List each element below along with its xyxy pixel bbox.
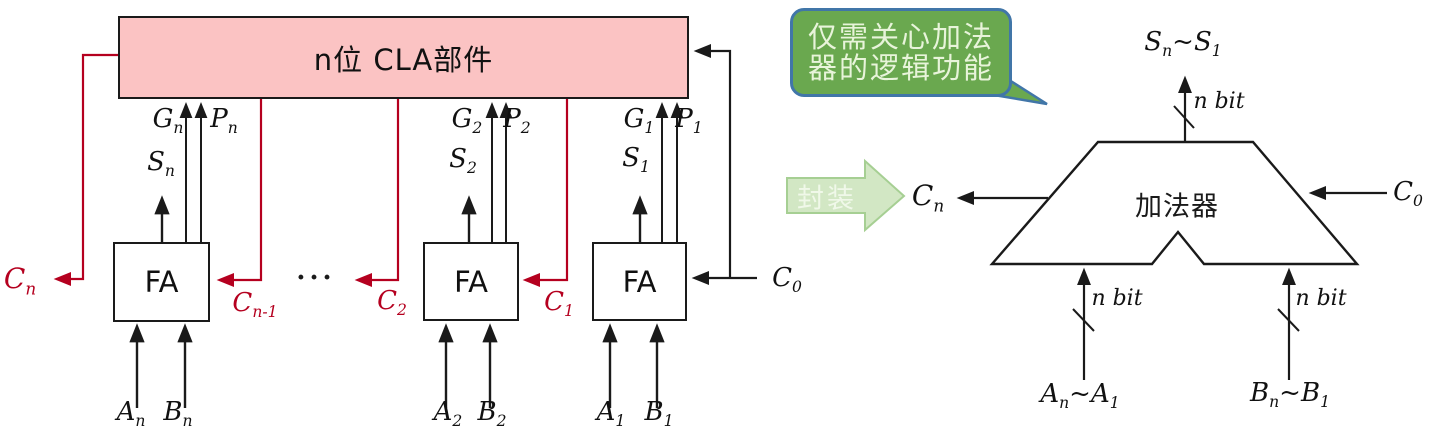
fa-label: FA — [622, 264, 657, 299]
encapsulate-arrow — [786, 158, 906, 233]
label-carry-c0: C0 — [772, 263, 802, 297]
label-carry-cn: Cn — [3, 262, 37, 299]
speech-bubble-line2: 器的逻辑功能 — [807, 50, 994, 85]
label-an: An — [116, 397, 146, 431]
gp-output-wires — [179, 102, 684, 242]
label-b-range: Bn~B1 — [1250, 378, 1330, 412]
label-carry-cn1: Cn-1 — [232, 288, 278, 322]
carry-in-c0-wire — [691, 43, 757, 286]
label-a-range: An~A1 — [1040, 379, 1120, 413]
label-a1: A1 — [596, 397, 626, 431]
ellipsis-dots: ··· — [296, 263, 336, 293]
label-pn: Pn — [210, 104, 238, 138]
label-g2: G2 — [451, 104, 483, 138]
label-adder-carry-out: Cn — [911, 179, 945, 216]
label-nbit-a: n bit — [1091, 286, 1143, 311]
adder-trapezoid — [989, 140, 1360, 266]
fa-label: FA — [454, 264, 488, 299]
label-p2: P2 — [503, 104, 531, 138]
label-g1: G1 — [623, 104, 655, 138]
label-nbit-top: n bit — [1193, 89, 1245, 114]
label-carry-c1: C1 — [544, 287, 574, 321]
adder-label: 加法器 — [1135, 191, 1219, 223]
label-sn: Sn — [147, 147, 175, 181]
label-bn: Bn — [163, 397, 193, 431]
label-sum-range: Sn~S1 — [1144, 27, 1222, 61]
label-a2: A2 — [433, 397, 463, 431]
speech-bubble: 仅需关心加法 器的逻辑功能 — [790, 8, 1012, 97]
label-nbit-b: n bit — [1295, 286, 1347, 311]
fa-label: FA — [144, 265, 179, 299]
label-p1: P1 — [675, 104, 703, 138]
label-s1: S1 — [622, 143, 650, 177]
bus-width-slashes — [1072, 105, 1300, 332]
operand-input-wires — [129, 323, 665, 408]
cla-unit-box: n位 CLA部件 — [118, 16, 689, 99]
label-gn: Gn — [152, 104, 184, 138]
label-b1: B1 — [644, 397, 674, 431]
carry-wires-red — [53, 53, 569, 288]
speech-bubble-line1: 仅需关心加法 — [807, 19, 994, 54]
full-adder-2-box: FA — [423, 242, 519, 321]
sum-output-wires — [154, 195, 648, 242]
adder-buses — [956, 75, 1387, 380]
full-adder-1-box: FA — [592, 242, 687, 321]
encapsulate-label: 封装 — [797, 183, 857, 215]
label-s2: S2 — [449, 144, 477, 178]
label-b2: B2 — [477, 397, 507, 431]
full-adder-n-box: FA — [113, 242, 210, 322]
label-adder-carry-in: C0 — [1393, 177, 1423, 211]
label-carry-c2: C2 — [377, 286, 407, 320]
cla-unit-label: n位 CLA部件 — [313, 42, 494, 77]
